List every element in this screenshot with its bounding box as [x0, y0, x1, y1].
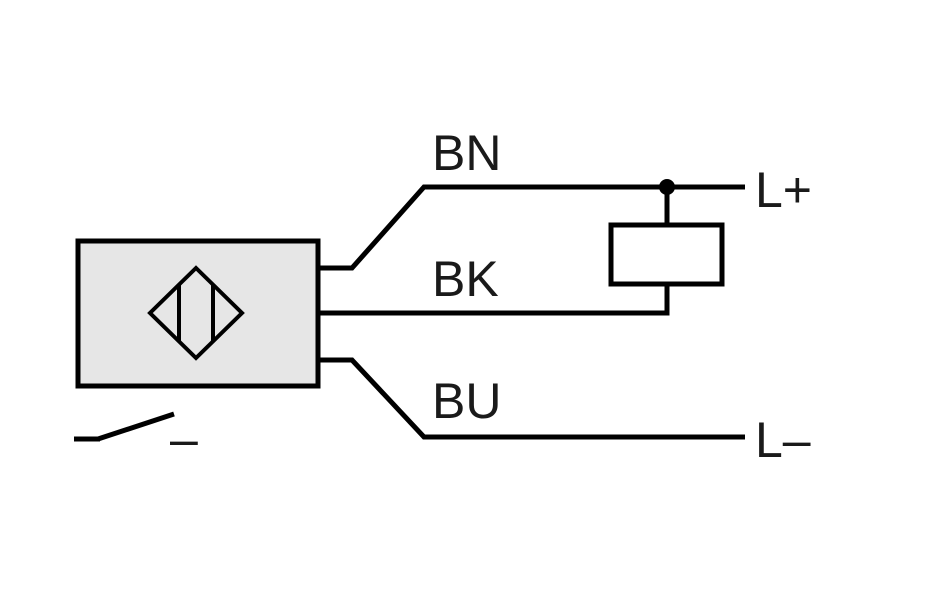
- wire-blue: [318, 357, 745, 440]
- sensor-body: [75, 238, 321, 389]
- switch-output-sign: –: [170, 411, 198, 467]
- label-bu: BU: [432, 373, 501, 429]
- normally-open-switch-icon: [74, 411, 175, 442]
- label-bn: BN: [432, 125, 501, 181]
- wire-brown: [318, 184, 745, 271]
- junction-dot-icon: [659, 179, 675, 195]
- wire-black: [318, 285, 670, 316]
- inductive-sensor-diamond-icon: [147, 265, 245, 361]
- label-l-plus: L+: [755, 162, 812, 218]
- load-resistor-icon: [608, 222, 725, 287]
- sensor-housing: [75, 238, 321, 389]
- label-l-minus: L–: [755, 412, 811, 468]
- label-bk: BK: [432, 251, 499, 307]
